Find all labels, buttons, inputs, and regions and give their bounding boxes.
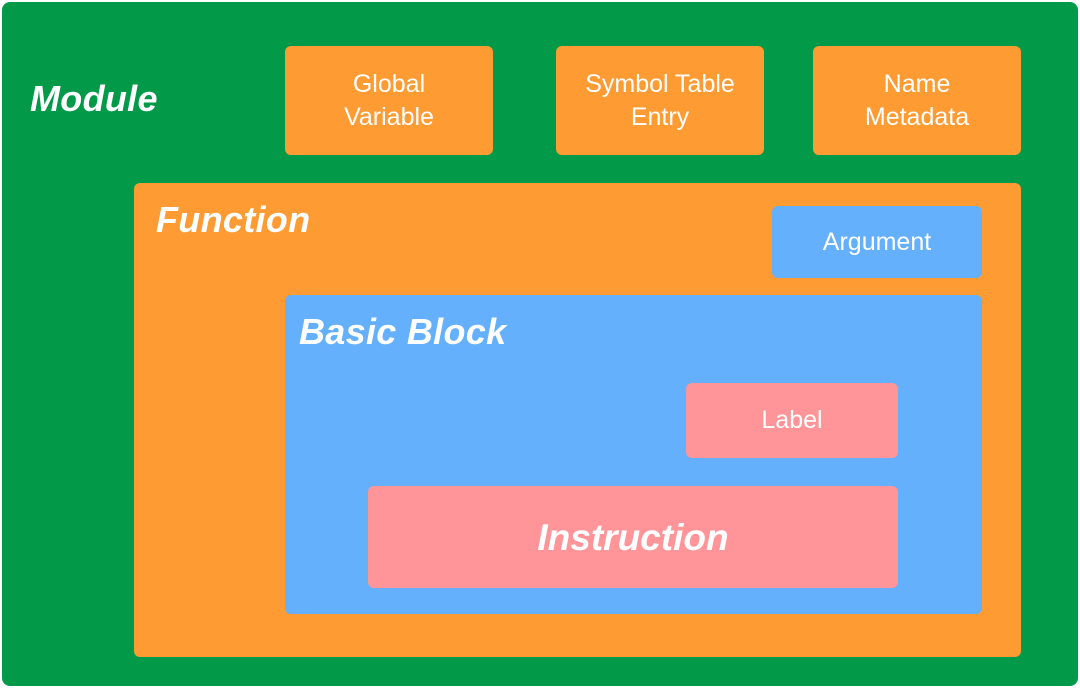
basic-block-title: Basic Block (299, 311, 507, 352)
global-variable-text: Global Variable (344, 68, 434, 134)
symbol-table-entry-text: Symbol Table Entry (585, 68, 735, 134)
function-title: Function (156, 199, 311, 240)
global-variable-line1: Global (352, 69, 426, 98)
argument-box: Argument (772, 206, 982, 278)
argument-label: Argument (822, 227, 932, 256)
symbol-table-entry-line2: Entry (630, 102, 690, 131)
global-variable-box: Global Variable (285, 46, 493, 155)
function-container: Function Argument Basic Block Label Inst… (134, 183, 1021, 657)
name-metadata-line2: Metadata (864, 102, 970, 131)
instruction-box: Instruction (368, 486, 898, 588)
name-metadata-box: Name Metadata (813, 46, 1021, 155)
label-box: Label (686, 383, 898, 458)
symbol-table-entry-line1: Symbol Table (585, 69, 735, 98)
symbol-table-entry-box: Symbol Table Entry (556, 46, 764, 155)
module-title: Module (30, 78, 158, 119)
name-metadata-text: Name Metadata (865, 68, 969, 134)
name-metadata-line1: Name (883, 69, 951, 98)
basic-block-container: Basic Block Label Instruction (285, 295, 982, 614)
global-variable-line2: Variable (344, 102, 434, 131)
instruction-text: Instruction (537, 516, 729, 558)
label-text: Label (761, 406, 823, 434)
